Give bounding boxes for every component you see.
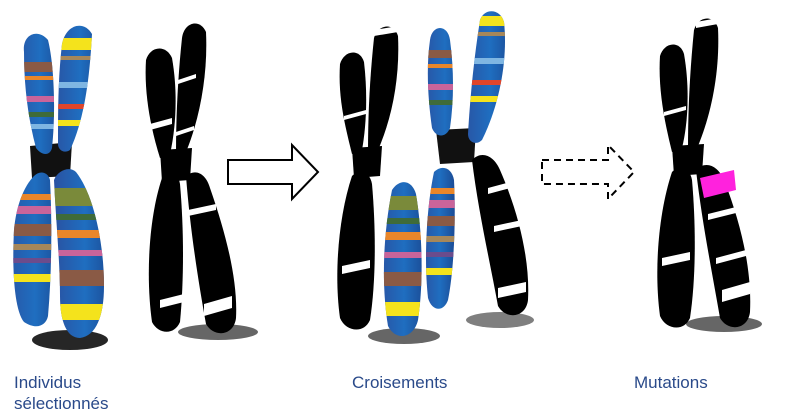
caption-selected-line-1: Individus xyxy=(14,372,109,393)
chromosome-shadow xyxy=(466,312,534,328)
crossover-chromosome-right xyxy=(420,4,534,328)
swapped-colored-arm xyxy=(376,176,432,346)
dashed-right-arrow-icon xyxy=(542,145,634,199)
upper-right-arm xyxy=(50,10,110,160)
upper-right-arm xyxy=(460,4,520,154)
selected-individuals-group xyxy=(0,10,258,350)
caption-mutation: Mutations xyxy=(634,372,708,393)
mutation-group xyxy=(657,18,762,332)
caption-selected-individuals: Individus sélectionnés xyxy=(14,372,109,414)
crossover-group xyxy=(337,4,534,346)
colored-chromosome xyxy=(0,10,120,350)
lower-left-arm xyxy=(420,164,460,314)
crossover-chromosome-left xyxy=(337,26,440,346)
lower-right-arm xyxy=(50,162,120,342)
mutated-chromosome xyxy=(657,18,762,332)
solid-right-arrow-icon xyxy=(228,145,318,199)
caption-selected-line-2: sélectionnés xyxy=(14,393,109,414)
caption-crossover: Croisements xyxy=(352,372,447,393)
